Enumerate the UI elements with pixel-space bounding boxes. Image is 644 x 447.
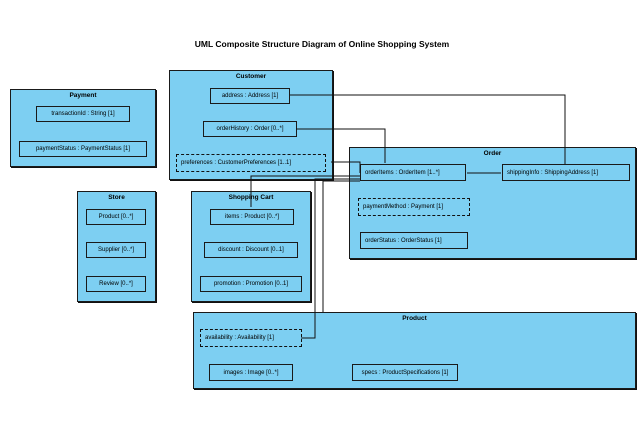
payment-class-title: Payment: [69, 92, 97, 99]
payment-class[interactable]: Payment transactionId : String [1] payme…: [10, 89, 156, 167]
part-availability[interactable]: availability : Availability [1]: [200, 329, 302, 347]
shopping-cart-class-title: Shopping Cart: [228, 194, 274, 201]
product-class-title: Product: [402, 315, 427, 322]
product-class[interactable]: Product availability : Availability [1] …: [193, 312, 636, 389]
part-payment-status[interactable]: paymentStatus : PaymentStatus [1]: [19, 141, 147, 157]
part-images[interactable]: images : Image [0..*]: [209, 364, 293, 381]
customer-class[interactable]: Customer address : Address [1] orderHist…: [169, 70, 333, 180]
store-class-title: Store: [108, 194, 125, 201]
part-transaction-id[interactable]: transactionId : String [1]: [36, 106, 130, 122]
part-store-supplier[interactable]: Supplier [0..*]: [86, 242, 146, 258]
part-store-product[interactable]: Product [0..*]: [86, 209, 146, 225]
order-class-title: Order: [483, 150, 502, 157]
diagram-title: UML Composite Structure Diagram of Onlin…: [194, 39, 450, 49]
part-cart-items[interactable]: items : Product [0..*]: [210, 209, 294, 225]
part-store-review[interactable]: Review [0..*]: [86, 276, 146, 292]
part-payment-method[interactable]: paymentMethod : Payment [1]: [358, 198, 470, 216]
store-class[interactable]: Store Product [0..*] Supplier [0..*] Rev…: [77, 191, 156, 302]
part-address[interactable]: address : Address [1]: [210, 88, 290, 104]
shopping-cart-class[interactable]: Shopping Cart items : Product [0..*] dis…: [191, 191, 311, 302]
part-shipping-info[interactable]: shippingInfo : ShippingAddress [1]: [502, 164, 630, 181]
part-specs[interactable]: specs : ProductSpecifications [1]: [352, 364, 458, 381]
order-class[interactable]: Order orderItems : OrderItem [1..*] ship…: [349, 147, 636, 259]
part-order-history[interactable]: orderHistory : Order [0..*]: [203, 121, 297, 137]
part-cart-promotion[interactable]: promotion : Promotion [0..1]: [200, 276, 302, 292]
part-cart-discount[interactable]: discount : Discount [0..1]: [204, 242, 298, 258]
part-order-items[interactable]: orderItems : OrderItem [1..*]: [360, 164, 466, 181]
part-order-status[interactable]: orderStatus : OrderStatus [1]: [360, 232, 468, 249]
part-preferences[interactable]: preferences : CustomerPreferences [1..1]: [176, 154, 326, 172]
customer-class-title: Customer: [235, 73, 267, 80]
